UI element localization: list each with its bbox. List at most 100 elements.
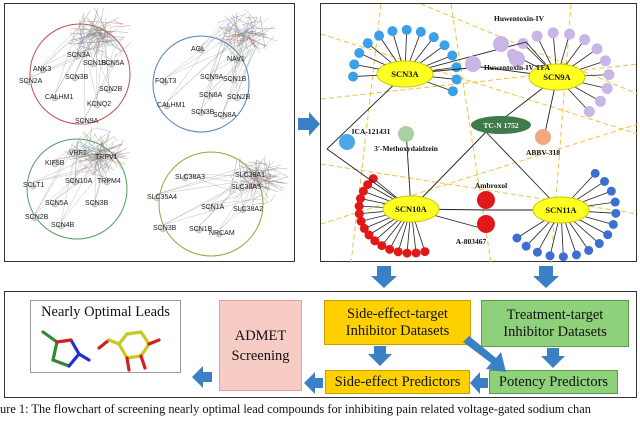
target-node <box>349 59 360 70</box>
admet-box: ADMET Screening <box>219 300 302 391</box>
target-node <box>358 186 368 196</box>
net2-ring <box>152 35 250 133</box>
compound-node <box>493 36 509 52</box>
network-edges <box>25 7 289 257</box>
target-node <box>591 43 603 55</box>
compound-label: ABBV-318 <box>526 148 560 157</box>
network-node <box>107 60 115 68</box>
network-node <box>31 214 39 222</box>
target-node <box>354 47 365 58</box>
network-gene-label: SLC38A1 <box>235 172 265 179</box>
treatment-datasets-line1: Treatment-target <box>506 306 604 323</box>
grid-line <box>321 33 638 135</box>
target-node <box>451 62 462 73</box>
network-gene-label: SCN8A <box>199 92 223 99</box>
network-gene-label: TRPM4 <box>97 178 121 185</box>
grid-line <box>350 4 382 263</box>
target-node <box>583 106 595 118</box>
target-node <box>599 55 611 67</box>
network-gene-label: SLC38A2 <box>233 206 263 213</box>
target-node <box>584 245 594 255</box>
arrow-diagonal <box>463 336 506 372</box>
target-node <box>385 244 395 254</box>
compound-label: A-803467 <box>456 237 487 246</box>
treatment-datasets-box: Treatment-target Inhibitor Datasets <box>481 300 629 347</box>
right-arrow <box>298 112 320 136</box>
hub-label: SCN10A <box>395 204 428 214</box>
side-effect-datasets-line1: Side-effect-target <box>347 305 448 322</box>
target-node <box>393 247 403 257</box>
network-node <box>71 178 79 186</box>
network-node <box>206 74 214 82</box>
hub-node <box>382 195 440 223</box>
target-node <box>558 252 568 262</box>
network-gene-label: SLC38A5 <box>231 184 261 191</box>
treatment-datasets-line2: Inhibitor Datasets <box>503 323 607 340</box>
network-gene-label: SCN2B <box>99 86 123 93</box>
network-gene-label: NAV1 <box>227 56 245 63</box>
network-node <box>51 160 59 168</box>
target-node <box>447 86 458 97</box>
grid-line <box>321 63 638 100</box>
target-node <box>356 216 366 226</box>
network-node <box>197 109 205 117</box>
network-gene-label: SLC38A3 <box>175 174 205 181</box>
target-node <box>401 24 412 35</box>
target-node <box>603 69 615 81</box>
network-gene-label: KIF5B <box>45 160 65 167</box>
side-effect-datasets-box: Side-effect-target Inhibitor Datasets <box>324 300 471 345</box>
network-node <box>159 225 167 233</box>
side-effect-predictors-box: Side-effect Predictors <box>325 370 470 394</box>
target-node <box>601 83 613 95</box>
arrow-left-2 <box>304 372 323 394</box>
network-node <box>219 112 227 120</box>
network-node <box>161 78 169 86</box>
target-node <box>377 241 387 251</box>
network-gene-label: FOLT3 <box>155 78 177 85</box>
network-node <box>51 200 59 208</box>
network-gene-label: SCN2A <box>19 78 43 85</box>
arrow-left-3 <box>192 366 212 388</box>
network-node <box>215 230 223 238</box>
compound-label: TC-N 1752 <box>483 121 518 130</box>
network-gene-label: SCN8A <box>213 112 237 119</box>
target-node <box>354 201 364 211</box>
network-gene-label: SCN3A <box>67 52 91 59</box>
network-node <box>57 222 65 230</box>
target-node <box>512 233 522 243</box>
arrow-down-predictors <box>368 346 392 366</box>
network-gene-label: VRF1 <box>69 150 87 157</box>
target-node <box>611 208 621 218</box>
target-node <box>415 26 426 37</box>
network-node <box>163 102 171 110</box>
network-gene-label: SCN5A <box>101 60 125 67</box>
target-node <box>606 186 616 196</box>
tc-n-1752-node <box>471 116 531 134</box>
network-gene-label: SCN1B <box>223 76 247 83</box>
network-gene-label: SCN3B <box>153 225 177 232</box>
network-node <box>71 74 79 82</box>
target-node <box>428 32 439 43</box>
target-node <box>359 223 369 233</box>
target-node <box>387 26 398 37</box>
compound-node <box>509 51 525 67</box>
network-gene-label: SCN5A <box>45 200 69 207</box>
network-gene-label: KCNQ2 <box>87 101 112 108</box>
network-node <box>105 86 113 94</box>
target-node <box>439 40 450 51</box>
network-svg <box>25 7 289 257</box>
target-node <box>594 239 604 249</box>
network-node <box>51 94 59 102</box>
compound-node <box>398 126 414 142</box>
admet-line1: ADMET <box>234 327 287 344</box>
target-node <box>600 176 610 186</box>
network-gene-label: CALHM1 <box>45 94 74 101</box>
network-node <box>25 78 33 86</box>
hub-node <box>532 196 590 224</box>
network-gene-label: SCN1B <box>189 226 213 233</box>
network-node <box>81 118 89 126</box>
target-node <box>571 250 581 260</box>
network-gene-label: AGL <box>191 46 206 53</box>
